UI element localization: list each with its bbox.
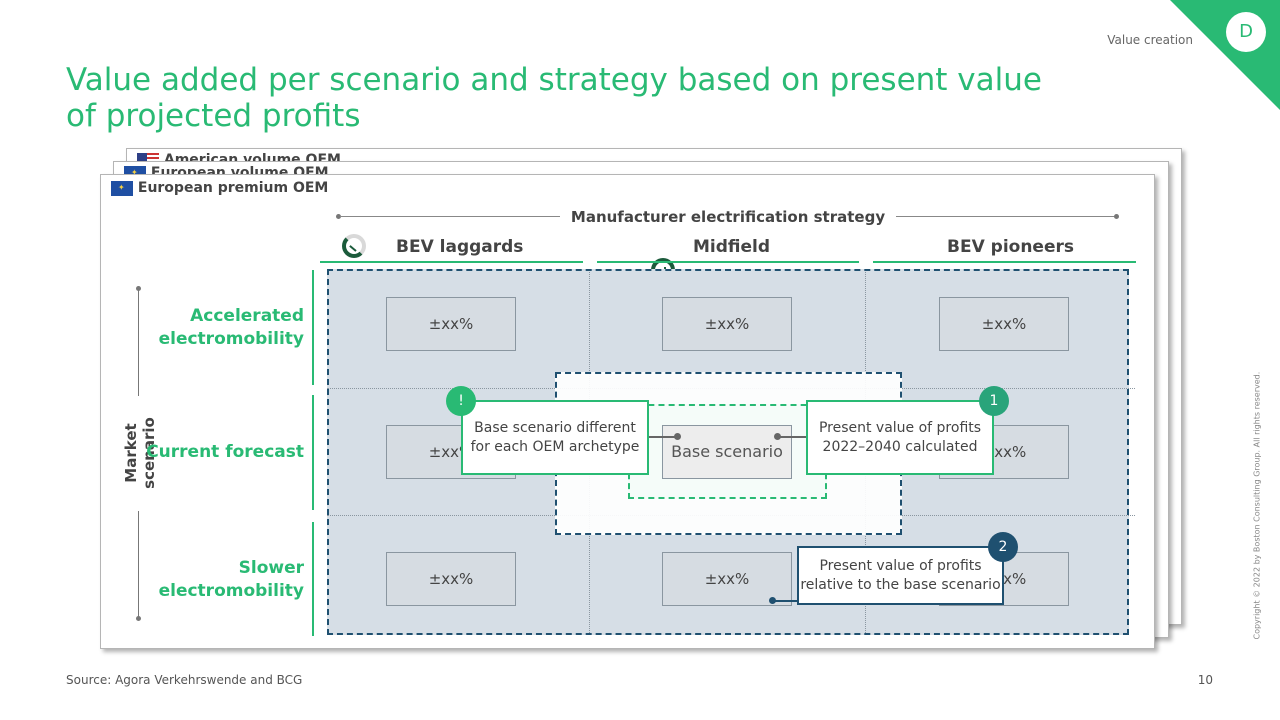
connector-right-dot [774,433,781,440]
card-back-label: American volume OEM [137,152,341,162]
strategy-line-left [340,216,560,217]
col-head-midfield: Midfield [693,237,771,257]
strategy-line-left-dot [336,214,341,219]
cell-r1-c3: ±xx% [939,297,1069,351]
col-head-laggards: BEV laggards [396,237,524,257]
card-front-label: European premium OEM [111,180,328,196]
connector-left-dot [674,433,681,440]
corner-triangle [1170,0,1280,110]
callout-base-different-text: Base scenario different for each OEM arc… [470,419,640,455]
col-line-midfield [597,261,859,263]
connector-right [778,436,808,438]
copyright-note: Copyright © 2022 by Boston Consulting Gr… [1252,371,1262,640]
connector-bottom [773,600,799,602]
callout-pv-calculated: Present value of profits 2022–2040 calcu… [806,400,994,475]
badge-exclamation: ! [446,386,476,416]
eu-flag-icon [124,165,146,176]
callout-pv-relative: Present value of profits relative to the… [797,546,1004,605]
row-line-slower [312,522,314,636]
page-number: 10 [1197,673,1213,687]
base-highlight-inner [628,404,827,499]
badge-step-2: 2 [988,532,1018,562]
row-line-current [312,395,314,510]
callout-pv-calculated-text: Present value of profits 2022–2040 calcu… [818,419,982,455]
section-badge: D [1226,12,1266,52]
page-title: Value added per scenario and strategy ba… [66,62,1042,134]
market-line-bottom [138,511,139,619]
eu-flag-icon [111,180,133,196]
row-head-current: Current forecast [146,442,304,462]
strategy-line-right [896,216,1116,217]
market-line-top [138,288,139,396]
section-label: Value creation [1107,33,1193,47]
source-note: Source: Agora Verkehrswende and BCG [66,673,303,687]
col-head-pioneers: BEV pioneers [947,237,1074,257]
card-middle-label: European volume OEM [124,165,329,176]
cell-r3-c2: ±xx% [662,552,792,606]
callout-base-different: Base scenario different for each OEM arc… [461,400,649,475]
col-line-laggards [320,261,583,263]
cell-r3-c1: ±xx% [386,552,516,606]
callout-pv-relative-text: Present value of profits relative to the… [800,557,1001,593]
cell-base-scenario: Base scenario [662,425,792,479]
strategy-line-right-dot [1114,214,1119,219]
row-line-accelerated [312,270,314,385]
connector-left [648,436,678,438]
row-head-accelerated: Accelerated electromobility [158,306,304,349]
connector-bottom-dot [769,597,776,604]
strategy-title: Manufacturer electrification strategy [570,208,886,226]
us-flag-icon [137,152,159,162]
row-head-slower: Slower electromobility [158,558,304,601]
matrix-border [327,269,1129,635]
gauge-low-icon [342,234,366,258]
col-line-pioneers [873,261,1136,263]
cell-r1-c2: ±xx% [662,297,792,351]
badge-step-1: 1 [979,386,1009,416]
cell-r1-c1: ±xx% [386,297,516,351]
market-line-bottom-dot [136,616,141,621]
